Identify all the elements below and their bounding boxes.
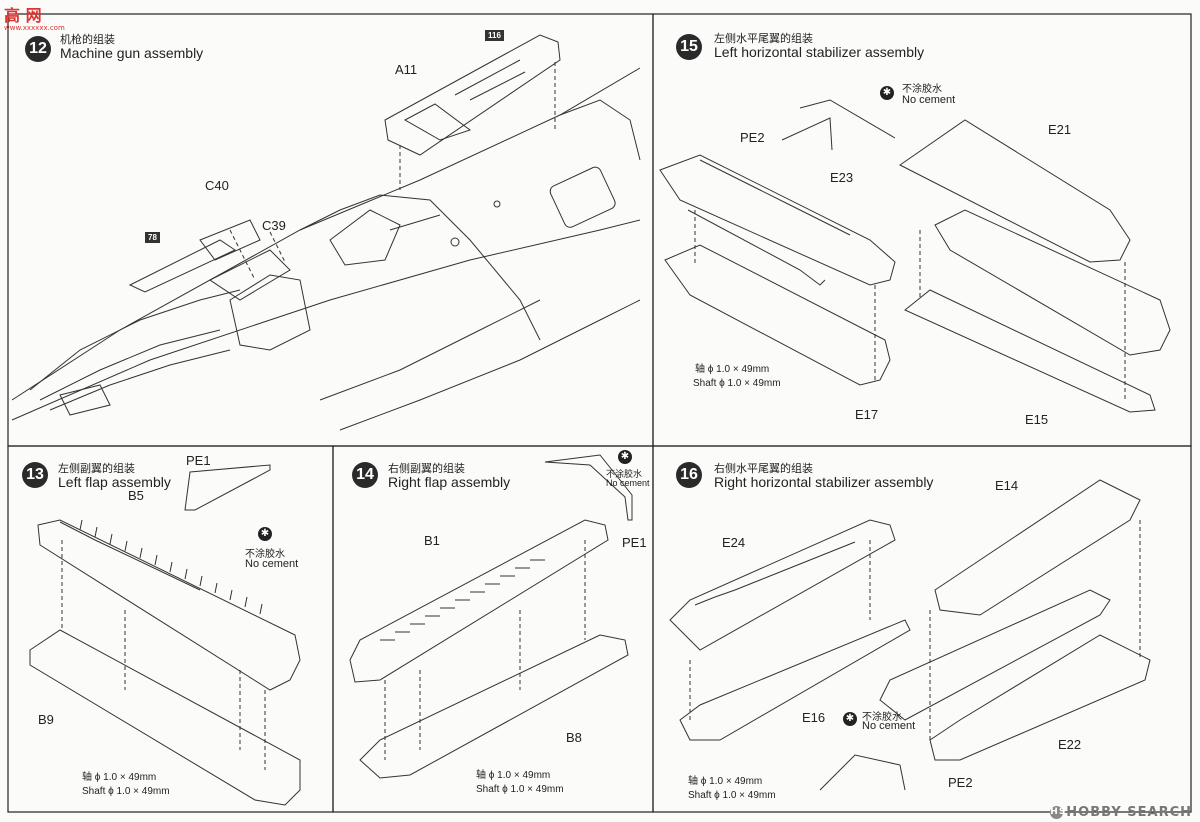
hobby-search-text: HOBBY SEARCH [1066,805,1192,820]
watermark-text: 高 网 [4,6,42,25]
part-label-c39: C39 [262,218,286,233]
step-12-title-cn: 机枪的组装 [60,34,115,46]
watermark-url: www.xxxxxx.com [4,24,65,32]
no-cement-icon: ✱ [843,712,857,726]
part-label-pe2: PE2 [740,130,765,145]
shaft-label-en: Shaft ϕ 1.0 × 49mm [82,786,170,797]
part-label-e22: E22 [1058,737,1082,752]
site-watermark: 高 网 www.xxxxxx.com [4,2,65,32]
page-ref-78: 78 [145,232,160,243]
shaft-label-cn: 轴 ϕ 1.0 × 49mm [695,364,770,375]
fuselage-drawing [11,67,641,431]
step-16-title-cn: 右侧水平尾翼的组装 [714,463,813,475]
step-14-title-cn: 右侧副翼的组装 [388,463,465,475]
panel-frame-16 [652,445,1192,813]
a11-part-drawing [384,34,561,190]
part-label-pe1: PE1 [186,453,211,468]
step-13-badge: 13 [22,462,48,488]
part-label-c40: C40 [205,178,229,193]
no-cement-cn: 不涂胶水 [902,84,942,95]
step-15-title-en: Left horizontal stabilizer assembly [714,44,925,60]
step-13-title-cn: 左侧副翼的组装 [58,463,135,475]
panel-frame-13 [7,445,334,813]
hobby-search-watermark: HSHOBBY SEARCH [1050,805,1192,820]
no-cement-en: No cement [245,558,299,570]
shaft-label-cn: 轴 ϕ 1.0 × 49mm [688,776,763,787]
step-15-title-cn: 左侧水平尾翼的组装 [714,33,813,45]
part-label-e24: E24 [722,535,746,550]
part-label-b8: B8 [566,730,582,745]
flap-right-drawing [349,454,633,779]
part-label-b5: B5 [128,488,144,503]
no-cement-en: No cement [902,94,956,106]
part-label-pe2: PE2 [948,775,973,790]
part-label-e14: E14 [995,478,1019,493]
part-label-e15: E15 [1025,412,1049,427]
part-label-a11: A11 [395,62,418,77]
shaft-label-cn: 轴 ϕ 1.0 × 49mm [82,772,157,783]
step-16-title-en: Right horizontal stabilizer assembly [714,474,934,490]
part-label-e16: E16 [802,710,826,725]
no-cement-cn: 不涂胶水 [245,549,285,560]
shaft-label-cn: 轴 ϕ 1.0 × 49mm [476,770,551,781]
part-label-e23: E23 [830,170,854,185]
no-cement-en: No cement [606,478,650,488]
stab-left-drawing [659,99,1171,413]
panel-frame-12 [7,13,654,447]
stab-right-drawing [669,479,1151,791]
step-14-badge: 14 [352,462,378,488]
no-cement-icon: ✱ [618,450,632,464]
no-cement-icon: ✱ [258,527,272,541]
page-ref-116: 116 [485,30,504,41]
step-12-title-en: Machine gun assembly [60,45,204,61]
no-cement-icon: ✱ [880,86,894,100]
part-label-b1: B1 [424,533,440,548]
shaft-label-en: Shaft ϕ 1.0 × 49mm [693,378,781,389]
shaft-label-en: Shaft ϕ 1.0 × 49mm [476,784,564,795]
shaft-label-en: Shaft ϕ 1.0 × 49mm [688,790,776,801]
part-label-e21: E21 [1048,122,1072,137]
part-label-pe1: PE1 [622,535,647,550]
part-label-b9: B9 [38,712,54,727]
step-13-title-en: Left flap assembly [58,474,171,490]
part-label-e17: E17 [855,407,879,422]
no-cement-cn: 不涂胶水 [606,469,643,479]
no-cement-en: No cement [862,720,916,732]
machine-gun-drawing [128,219,291,301]
step-15-badge: 15 [676,34,702,60]
step-16-badge: 16 [676,462,702,488]
step-14-title-en: Right flap assembly [388,474,511,490]
no-cement-cn: 不涂胶水 [862,712,902,723]
flap-left-drawing [29,464,301,806]
step-12-badge: 12 [25,36,51,62]
hobby-search-logo-icon: HS [1050,806,1067,819]
